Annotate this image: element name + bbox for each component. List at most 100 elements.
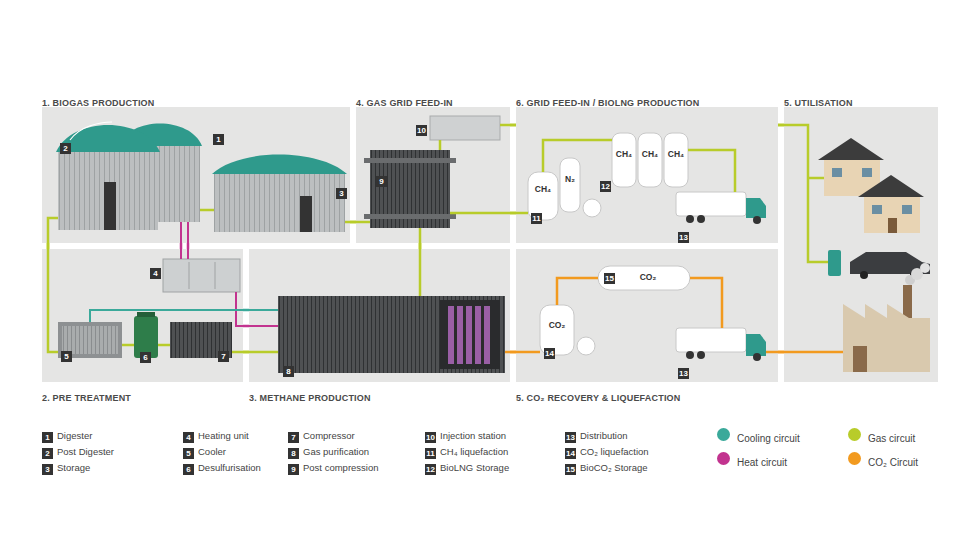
pipe-connector (243, 325, 249, 328)
key-text: Heating unit (198, 430, 249, 441)
house-drawing (872, 205, 882, 214)
key-text: Gas purification (303, 446, 369, 457)
digester-drawing (56, 122, 202, 230)
bioco2-storage-drawing (598, 266, 690, 290)
ch4-liquefaction-drawing (560, 158, 580, 212)
key-number: 11 (425, 448, 436, 459)
section-heading: 5. CO₂ RECOVERY & LIQUEFACTION (516, 393, 681, 403)
truck-drawing (753, 353, 761, 361)
callout-number: 13 (678, 368, 689, 379)
key-number: 15 (565, 464, 576, 475)
biolng-storage-drawing (638, 133, 662, 187)
key-number: 5 (183, 448, 194, 459)
co2-pipe (505, 351, 510, 354)
section-panel: 5. UTILISATION (784, 107, 938, 382)
house-drawing (864, 197, 920, 233)
key-text: Digester (57, 430, 92, 441)
callout-number: 2 (60, 143, 71, 154)
truck-drawing (697, 351, 705, 359)
section-heading: 2. PRE TREATMENT (42, 393, 131, 403)
section-heading: 1. BIOGAS PRODUCTION (42, 98, 155, 108)
tank-label: CO₂ (628, 272, 668, 282)
callout-number: 13 (678, 232, 689, 243)
gas-purification-drawing (457, 306, 463, 364)
section-panel-ground (516, 249, 778, 382)
tank-label: CH₄ (630, 149, 670, 159)
legend-text: Heat circuit (737, 457, 787, 468)
co2-pipe (505, 278, 843, 352)
truck-drawing (746, 334, 766, 356)
gas-pipe (122, 344, 134, 347)
truck-drawing (676, 192, 746, 216)
heating-unit-drawing (163, 259, 240, 292)
tank-label: CH₄ (523, 184, 563, 194)
callout-number: 9 (376, 176, 387, 187)
callout-number: 11 (531, 213, 542, 224)
section-heading: 5. UTILISATION (784, 98, 853, 108)
section-panel-ground (784, 107, 938, 382)
co2-liquefaction-drawing (577, 337, 595, 355)
co2-pipe (516, 351, 540, 354)
factory-drawing (920, 263, 930, 273)
section-panel: 1. BIOGAS PRODUCTION (42, 107, 350, 243)
cooling-pipe (90, 310, 278, 322)
tank-label: CO₂ (537, 320, 577, 330)
key-text: Desulfurisation (198, 462, 261, 473)
truck-drawing (697, 215, 705, 223)
key-text: Storage (57, 462, 90, 473)
key-number: 8 (288, 448, 299, 459)
callout-number: 10 (416, 125, 427, 136)
legend-swatch (717, 452, 730, 465)
gas-purification-drawing (278, 296, 505, 373)
pipe-connector (778, 351, 784, 354)
pipe-connector (419, 243, 422, 249)
legend-swatch (717, 428, 730, 441)
callout-number: 6 (140, 352, 151, 363)
truck-drawing (676, 328, 746, 352)
storage-drawing (214, 172, 345, 232)
section-panel-ground (42, 107, 350, 243)
key-text: Cooler (198, 446, 226, 457)
storage-drawing (212, 155, 347, 233)
heat-pipe (187, 222, 189, 243)
co2-pipe (557, 278, 598, 305)
section-panel: 4. GAS GRID FEED-IN (356, 107, 510, 243)
truck-drawing (746, 198, 766, 218)
callout-number: 5 (61, 351, 72, 362)
key-number: 7 (288, 432, 299, 443)
callout-number: 1 (213, 134, 224, 145)
gas-pipe (419, 228, 422, 243)
heat-pipe (249, 325, 278, 327)
truck-drawing (686, 215, 694, 223)
car-charger-drawing (860, 271, 868, 279)
legend-text: Cooling circuit (737, 433, 800, 444)
section-panel-ground (516, 107, 778, 243)
truck-drawing (753, 216, 761, 224)
gas-pipe (232, 351, 243, 354)
gas-pipe (500, 124, 510, 127)
digester-drawing (70, 122, 112, 140)
key-number: 3 (42, 464, 53, 475)
pipe-connector (180, 243, 183, 249)
house-drawing (888, 218, 897, 233)
gas-purification-drawing (440, 300, 500, 369)
key-number: 12 (425, 464, 436, 475)
desulfurisation-drawing (137, 312, 155, 317)
cooling-pipe (90, 310, 243, 322)
tank-label: CH₄ (604, 149, 644, 159)
section-panel-ground (42, 107, 938, 382)
storage-drawing (212, 155, 347, 175)
section-heading: 3. METHANE PRODUCTION (249, 393, 371, 403)
key-number: 6 (183, 464, 194, 475)
gas-pipe (158, 344, 170, 347)
car-charger-drawing (828, 250, 841, 276)
gas-purification-drawing (278, 296, 505, 373)
cooling-pipe (249, 309, 278, 311)
bioco2-storage-drawing (598, 266, 690, 290)
digester-drawing (104, 182, 116, 230)
section-panel-ground (249, 249, 510, 382)
co2-pipe (690, 278, 722, 328)
gas-pipe (543, 140, 612, 172)
pipe-connector (510, 212, 516, 215)
